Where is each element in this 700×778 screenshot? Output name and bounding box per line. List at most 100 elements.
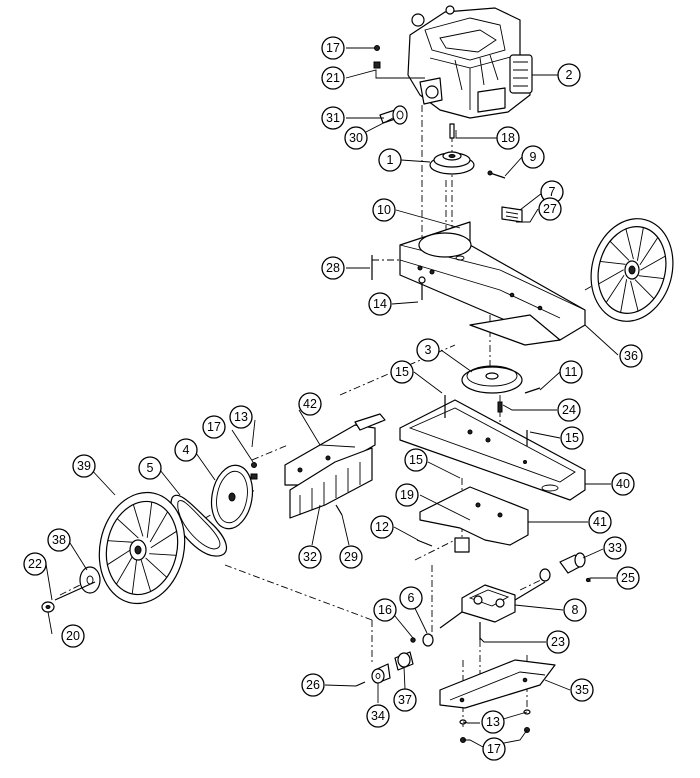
engine-hardware bbox=[373, 45, 455, 139]
callout-32: 32 bbox=[298, 545, 322, 569]
svg-text:39: 39 bbox=[77, 459, 91, 473]
bolt-9 bbox=[487, 170, 506, 179]
svg-text:6: 6 bbox=[408, 591, 415, 605]
callout-19: 19 bbox=[395, 483, 419, 507]
callout-36: 36 bbox=[619, 344, 643, 368]
callout-15-right: 15 bbox=[560, 426, 584, 450]
callout-6: 6 bbox=[399, 586, 423, 610]
svg-text:10: 10 bbox=[377, 203, 391, 217]
callout-9: 9 bbox=[521, 145, 545, 169]
svg-text:33: 33 bbox=[608, 541, 622, 555]
svg-text:40: 40 bbox=[616, 477, 630, 491]
callout-12: 12 bbox=[370, 515, 394, 539]
svg-text:22: 22 bbox=[28, 557, 42, 571]
svg-text:30: 30 bbox=[349, 131, 363, 145]
callout-14: 14 bbox=[368, 292, 392, 316]
svg-text:31: 31 bbox=[326, 111, 340, 125]
leader-lines bbox=[45, 47, 619, 748]
callout-23: 23 bbox=[546, 630, 570, 654]
callout-38: 38 bbox=[47, 528, 71, 552]
callout-5: 5 bbox=[138, 456, 162, 480]
decal-7 bbox=[501, 206, 523, 223]
svg-text:19: 19 bbox=[400, 488, 414, 502]
callout-17-middle: 17 bbox=[202, 415, 226, 439]
svg-text:36: 36 bbox=[624, 349, 638, 363]
callout-41: 41 bbox=[588, 510, 612, 534]
svg-text:15: 15 bbox=[395, 365, 409, 379]
callout-11: 11 bbox=[559, 360, 583, 384]
part-callouts: 17 21 2 31 30 18 1 9 7 10 27 28 14 36 3 … bbox=[23, 36, 643, 761]
upper-frame bbox=[371, 221, 586, 346]
svg-text:13: 13 bbox=[486, 715, 500, 729]
svg-text:5: 5 bbox=[147, 461, 154, 475]
callout-15-upper: 15 bbox=[390, 360, 414, 384]
assembly-center-lines bbox=[59, 105, 621, 730]
svg-text:21: 21 bbox=[326, 71, 340, 85]
callout-15-lower: 15 bbox=[404, 448, 428, 472]
bearing-33 bbox=[539, 552, 591, 583]
lower-bearings bbox=[355, 539, 434, 687]
svg-text:1: 1 bbox=[387, 153, 394, 167]
svg-text:35: 35 bbox=[575, 683, 589, 697]
deck-pulley bbox=[461, 365, 541, 413]
callout-40: 40 bbox=[611, 472, 635, 496]
svg-text:23: 23 bbox=[551, 635, 565, 649]
callout-16: 16 bbox=[373, 598, 397, 622]
svg-text:41: 41 bbox=[593, 515, 607, 529]
callout-3: 3 bbox=[416, 338, 440, 362]
lower-frame bbox=[399, 395, 586, 501]
callout-4: 4 bbox=[174, 438, 198, 462]
callout-35: 35 bbox=[570, 678, 594, 702]
callout-21: 21 bbox=[321, 66, 345, 90]
callout-30: 30 bbox=[344, 126, 368, 150]
callout-13-lower: 13 bbox=[481, 710, 505, 734]
svg-text:27: 27 bbox=[543, 202, 557, 216]
svg-text:15: 15 bbox=[409, 453, 423, 467]
callout-2: 2 bbox=[557, 63, 581, 87]
saw-blade bbox=[210, 464, 254, 530]
callout-29: 29 bbox=[339, 545, 363, 569]
svg-text:20: 20 bbox=[66, 629, 80, 643]
svg-text:13: 13 bbox=[234, 410, 248, 424]
engine bbox=[407, 5, 533, 119]
svg-text:26: 26 bbox=[306, 678, 320, 692]
callout-24: 24 bbox=[557, 398, 581, 422]
svg-text:37: 37 bbox=[398, 693, 412, 707]
callout-8: 8 bbox=[563, 598, 587, 622]
callout-10: 10 bbox=[372, 198, 396, 222]
gearbox bbox=[439, 581, 546, 640]
callout-1: 1 bbox=[378, 148, 402, 172]
callout-37: 37 bbox=[393, 688, 417, 712]
svg-text:18: 18 bbox=[501, 131, 515, 145]
svg-text:28: 28 bbox=[326, 261, 340, 275]
axle-hardware bbox=[41, 566, 101, 613]
engine-pulley bbox=[429, 151, 475, 175]
mount-plate bbox=[419, 486, 529, 553]
svg-text:29: 29 bbox=[344, 550, 358, 564]
callout-22: 22 bbox=[23, 552, 47, 576]
svg-text:11: 11 bbox=[565, 365, 578, 379]
callout-20: 20 bbox=[61, 624, 85, 648]
svg-text:24: 24 bbox=[562, 403, 576, 417]
callout-17-top: 17 bbox=[321, 36, 345, 60]
svg-text:15: 15 bbox=[565, 431, 579, 445]
svg-text:38: 38 bbox=[52, 533, 66, 547]
callout-39: 39 bbox=[72, 454, 96, 478]
svg-text:3: 3 bbox=[425, 343, 432, 357]
svg-text:14: 14 bbox=[373, 297, 387, 311]
callout-26: 26 bbox=[301, 673, 325, 697]
blade-hardware bbox=[250, 462, 258, 480]
svg-text:17: 17 bbox=[207, 420, 221, 434]
callout-17-bottom: 17 bbox=[482, 737, 506, 761]
callout-25: 25 bbox=[616, 566, 640, 590]
svg-text:4: 4 bbox=[183, 443, 190, 457]
svg-text:32: 32 bbox=[303, 550, 317, 564]
callout-34: 34 bbox=[366, 704, 390, 728]
skid-plate bbox=[439, 659, 556, 709]
right-wheel bbox=[590, 218, 674, 322]
svg-text:2: 2 bbox=[566, 68, 573, 82]
svg-text:12: 12 bbox=[375, 520, 389, 534]
svg-text:17: 17 bbox=[326, 41, 340, 55]
svg-text:8: 8 bbox=[572, 603, 579, 617]
